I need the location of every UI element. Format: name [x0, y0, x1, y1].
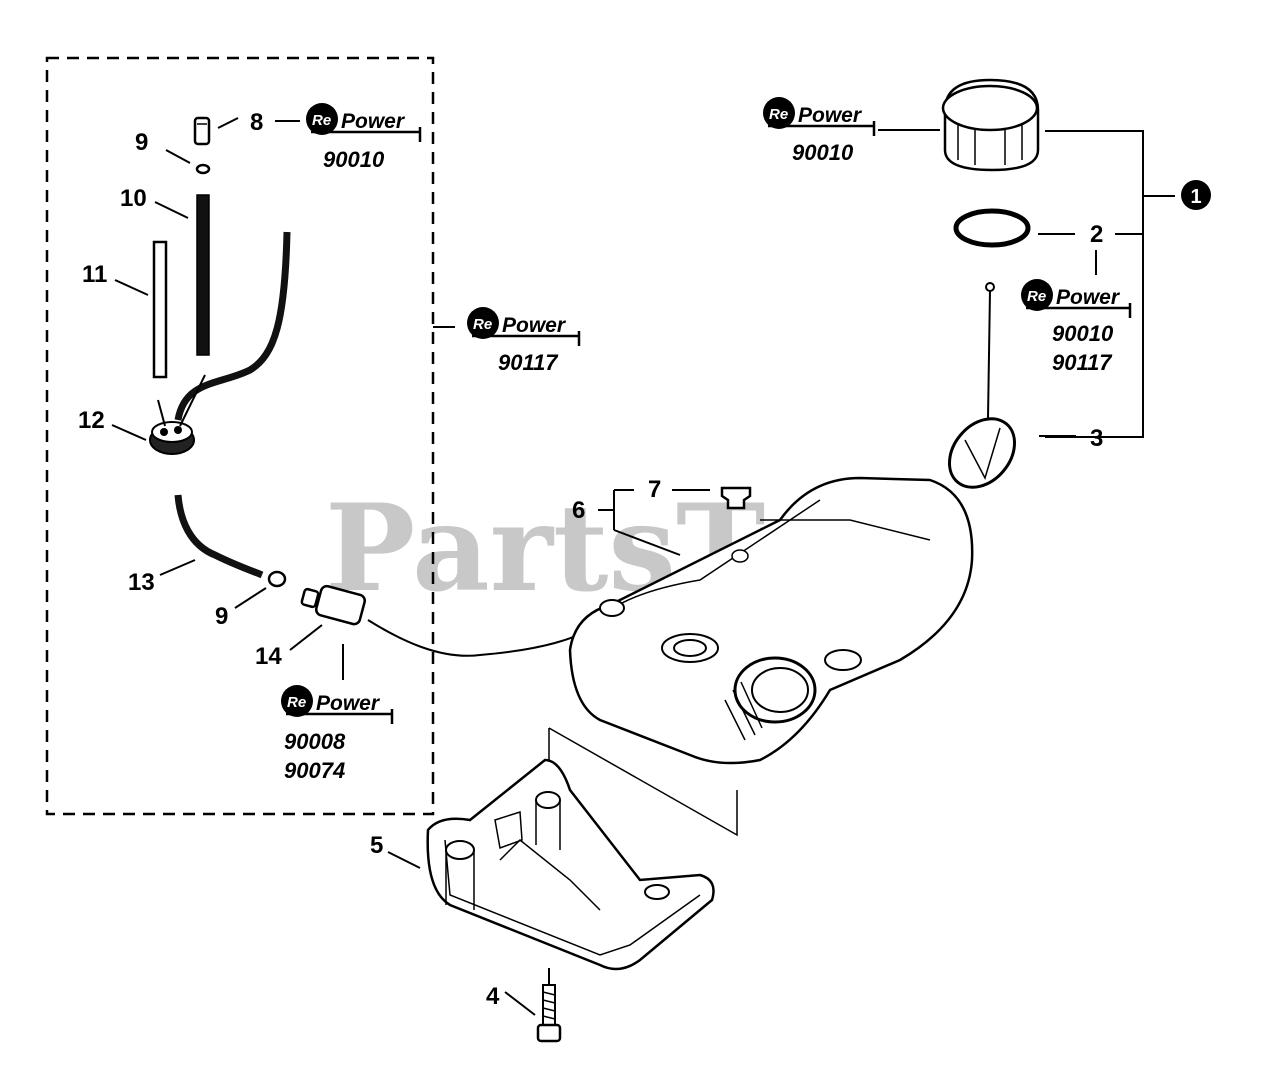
part-3-strainer[interactable]	[936, 282, 1028, 500]
part-5-bracket[interactable]	[426, 758, 715, 971]
repower-badge-2[interactable]: Re Power	[1021, 279, 1132, 318]
callout-9-lower: 9	[215, 603, 228, 630]
kit-2-number-a: 90010	[1052, 321, 1114, 346]
callout-11: 11	[82, 261, 107, 288]
part-cap[interactable]	[941, 78, 1040, 172]
part-11-rod[interactable]	[152, 240, 168, 379]
svg-text:Power: Power	[502, 314, 567, 337]
kit-14-number-a: 90008	[284, 729, 346, 754]
part-12-grommet[interactable]	[149, 374, 206, 455]
part-9-oring-top[interactable]	[195, 163, 211, 175]
callout-13: 13	[128, 569, 155, 596]
kit-1-bracket	[1045, 130, 1144, 438]
svg-text:Re: Re	[287, 694, 306, 711]
svg-text:Re: Re	[473, 316, 492, 333]
callout-4: 4	[486, 983, 500, 1010]
svg-text:Power: Power	[341, 110, 406, 133]
part-7-plug[interactable]	[720, 486, 752, 510]
callout-6: 6	[572, 497, 585, 524]
callout-14: 14	[255, 643, 282, 670]
svg-text:Power: Power	[1056, 286, 1121, 309]
part-6-fuel-tank[interactable]	[568, 476, 974, 765]
callout-1-badge: 1	[1181, 180, 1211, 210]
part-9-oring-lower[interactable]	[267, 570, 287, 588]
svg-text:Re: Re	[1027, 288, 1046, 305]
kit-2-number-b: 90117	[1052, 350, 1113, 375]
kit-8-number: 90010	[323, 147, 385, 172]
repower-badge-8[interactable]: Re Power	[306, 103, 422, 142]
svg-text:Re: Re	[769, 106, 788, 123]
repower-badge-14[interactable]: Re Power	[281, 685, 394, 724]
part-fuel-line-curved[interactable]	[174, 231, 291, 421]
part-2-ring[interactable]	[953, 208, 1031, 248]
callout-8: 8	[250, 109, 263, 136]
kit-dash-number: 90117	[498, 350, 559, 375]
part-4-screw[interactable]	[536, 968, 562, 1043]
callout-2: 2	[1090, 221, 1103, 248]
fuel-line-kit-box	[45, 56, 435, 816]
callout-10: 10	[120, 185, 147, 212]
part-14-filter[interactable]	[300, 584, 367, 626]
part-10-tube[interactable]	[196, 194, 210, 356]
kit-14-number-b: 90074	[284, 758, 345, 783]
svg-text:Re: Re	[312, 112, 331, 129]
svg-text:Power: Power	[798, 104, 863, 127]
callout-5: 5	[370, 832, 383, 859]
callout-1: 1	[1190, 186, 1201, 208]
repower-badge-kit[interactable]: Re Power	[467, 307, 581, 346]
repower-badge-cap[interactable]: Re Power	[763, 97, 876, 136]
callout-3: 3	[1090, 425, 1103, 452]
svg-text:Power: Power	[316, 692, 381, 715]
kit-cap-number: 90010	[792, 140, 854, 165]
callout-12: 12	[78, 407, 105, 434]
part-13-hose[interactable]	[174, 494, 264, 579]
callout-7: 7	[648, 476, 661, 503]
part-8-fitting[interactable]	[193, 116, 211, 146]
callout-9-top: 9	[135, 129, 148, 156]
